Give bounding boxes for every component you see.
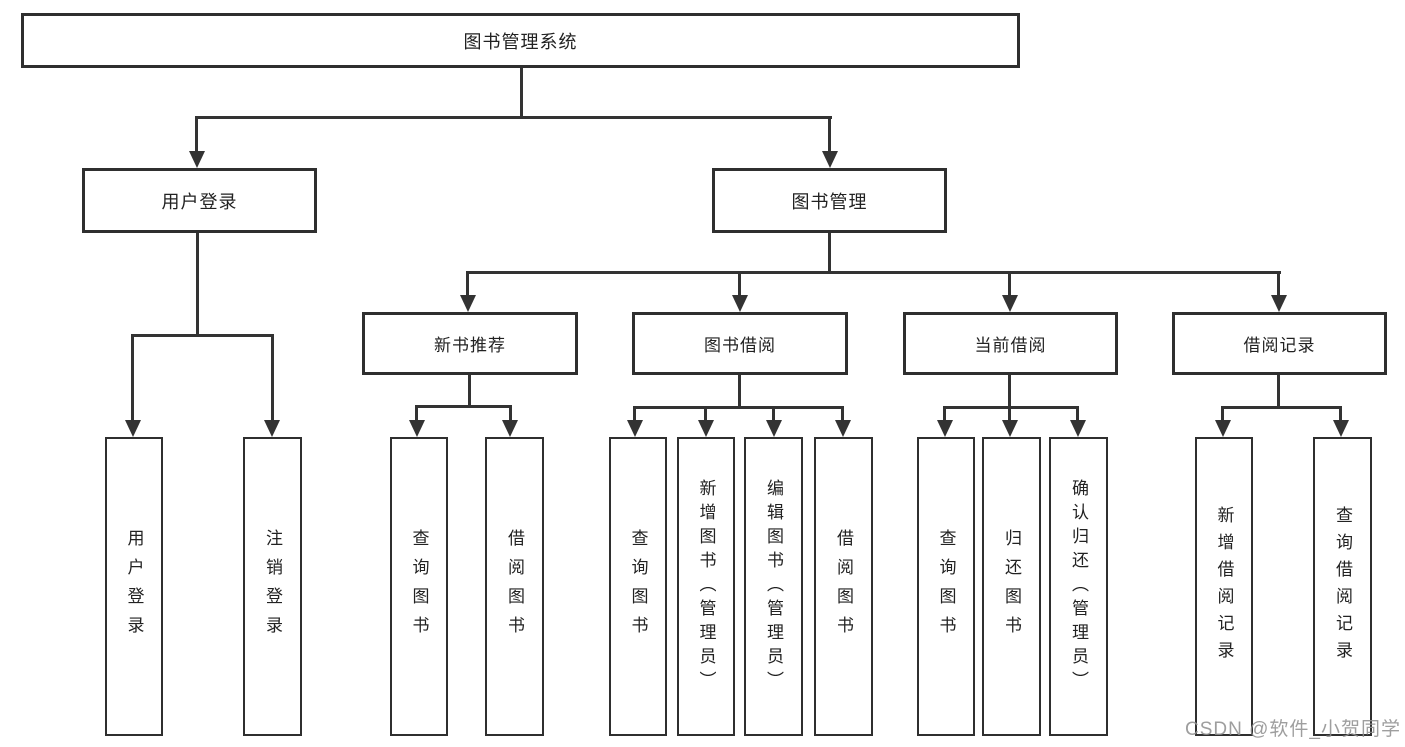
- node-current-borrowing-label: 当前借阅: [974, 336, 1047, 355]
- leaf-borrow-books-borrowing: 借阅图书: [814, 437, 873, 736]
- arrow-down-icon: [766, 420, 782, 437]
- connector-line-vertical: [131, 334, 134, 422]
- node-user-login: 用户登录: [82, 168, 317, 233]
- arrow-down-icon: [189, 151, 205, 168]
- connector-line-vertical: [943, 406, 946, 422]
- connector-line-vertical: [841, 406, 844, 422]
- arrow-down-icon: [1271, 295, 1287, 312]
- watermark: CSDN @软件_小贺同学: [1185, 719, 1401, 740]
- node-current-borrowing: 当前借阅: [903, 312, 1118, 375]
- arrow-down-icon: [732, 295, 748, 312]
- arrow-down-icon: [1002, 295, 1018, 312]
- connector-line-vertical: [828, 116, 831, 154]
- connector-line-horizontal: [633, 406, 844, 409]
- arrow-down-icon: [460, 295, 476, 312]
- connector-line-vertical: [738, 271, 741, 297]
- arrow-down-icon: [937, 420, 953, 437]
- connector-line-vertical: [1277, 375, 1280, 408]
- connector-line-vertical: [196, 233, 199, 337]
- connector-line-vertical: [633, 406, 636, 422]
- arrow-down-icon: [627, 420, 643, 437]
- arrow-down-icon: [822, 151, 838, 168]
- leaf-logout: 注销登录: [243, 437, 302, 736]
- node-borrowing-records-label: 借阅记录: [1243, 336, 1316, 355]
- node-root: 图书管理系统: [21, 13, 1020, 68]
- connector-line-vertical: [1277, 271, 1280, 297]
- connector-line-vertical: [738, 375, 741, 408]
- connector-line-vertical: [828, 233, 831, 274]
- leaf-user-login: 用户登录: [105, 437, 163, 736]
- leaf-query-books-recommend: 查询图书: [390, 437, 448, 736]
- arrow-down-icon: [1002, 420, 1018, 437]
- connector-line-horizontal: [466, 271, 1281, 274]
- node-borrowing-records: 借阅记录: [1172, 312, 1387, 375]
- connector-line-vertical: [1008, 271, 1011, 297]
- connector-line-vertical: [1008, 406, 1011, 422]
- leaf-add-books-admin: 新增图书（管理员）: [677, 437, 735, 736]
- connector-line-horizontal: [943, 406, 1079, 409]
- connector-line-vertical: [1008, 375, 1011, 408]
- connector-line-horizontal: [196, 116, 832, 119]
- leaf-return-books: 归还图书: [982, 437, 1041, 736]
- leaf-borrow-books-recommend: 借阅图书: [485, 437, 544, 736]
- node-user-login-label: 用户登录: [161, 191, 238, 212]
- connector-line-vertical: [509, 405, 512, 422]
- arrow-down-icon: [835, 420, 851, 437]
- connector-line-vertical: [466, 271, 469, 297]
- node-new-book-recommendation: 新书推荐: [362, 312, 578, 375]
- connector-line-vertical: [520, 68, 523, 118]
- connector-line-vertical: [468, 375, 471, 407]
- arrow-down-icon: [409, 420, 425, 437]
- node-new-book-recommendation-label: 新书推荐: [434, 336, 506, 355]
- node-book-borrowing: 图书借阅: [632, 312, 848, 375]
- node-book-management: 图书管理: [712, 168, 947, 233]
- leaf-query-books-borrowing: 查询图书: [609, 437, 667, 736]
- leaf-add-borrow-record: 新增借阅记录: [1195, 437, 1253, 736]
- arrow-down-icon: [698, 420, 714, 437]
- arrow-down-icon: [1215, 420, 1231, 437]
- leaf-query-books-current: 查询图书: [917, 437, 975, 736]
- connector-line-vertical: [1221, 406, 1224, 422]
- node-root-label: 图书管理系统: [463, 31, 578, 52]
- connector-line-horizontal: [1221, 406, 1342, 409]
- node-book-management-label: 图书管理: [791, 191, 868, 212]
- arrow-down-icon: [1333, 420, 1349, 437]
- leaf-query-borrow-record: 查询借阅记录: [1313, 437, 1372, 736]
- connector-line-vertical: [704, 406, 707, 422]
- leaf-confirm-return-admin: 确认归还（管理员）: [1049, 437, 1108, 736]
- connector-line-vertical: [772, 406, 775, 422]
- connector-line-horizontal: [415, 405, 512, 408]
- connector-line-vertical: [271, 334, 274, 422]
- connector-line-vertical: [195, 116, 198, 154]
- leaf-edit-books-admin: 编辑图书（管理员）: [744, 437, 803, 736]
- arrow-down-icon: [125, 420, 141, 437]
- connector-line-vertical: [1339, 406, 1342, 422]
- connector-line-horizontal: [131, 334, 274, 337]
- connector-line-vertical: [1076, 406, 1079, 422]
- node-book-borrowing-label: 图书借阅: [704, 336, 776, 355]
- arrow-down-icon: [1070, 420, 1086, 437]
- arrow-down-icon: [264, 420, 280, 437]
- arrow-down-icon: [502, 420, 518, 437]
- connector-line-vertical: [415, 405, 418, 422]
